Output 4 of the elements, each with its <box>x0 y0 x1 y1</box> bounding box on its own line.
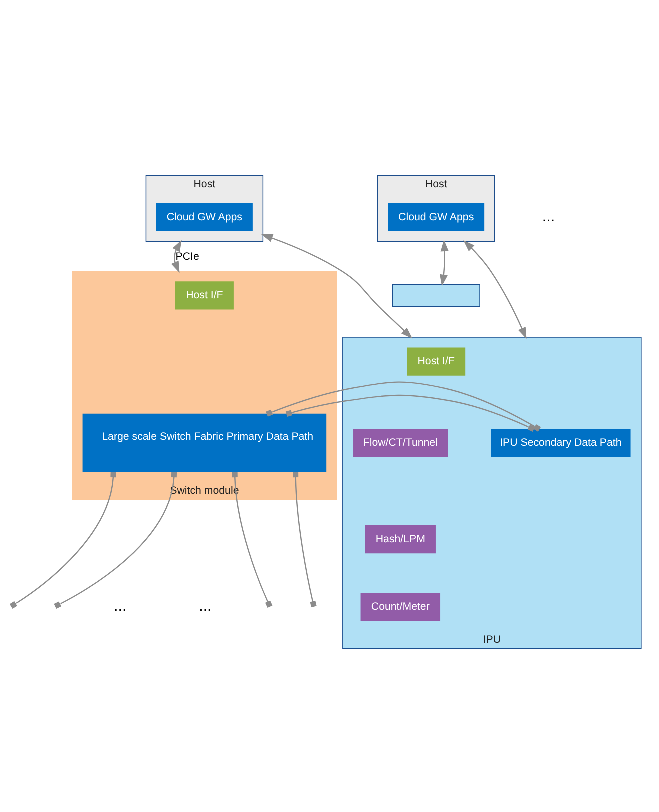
edge-label: PCIe <box>176 251 200 264</box>
label: ... <box>114 598 127 615</box>
label: ... <box>199 598 212 615</box>
label: ... <box>542 208 556 226</box>
